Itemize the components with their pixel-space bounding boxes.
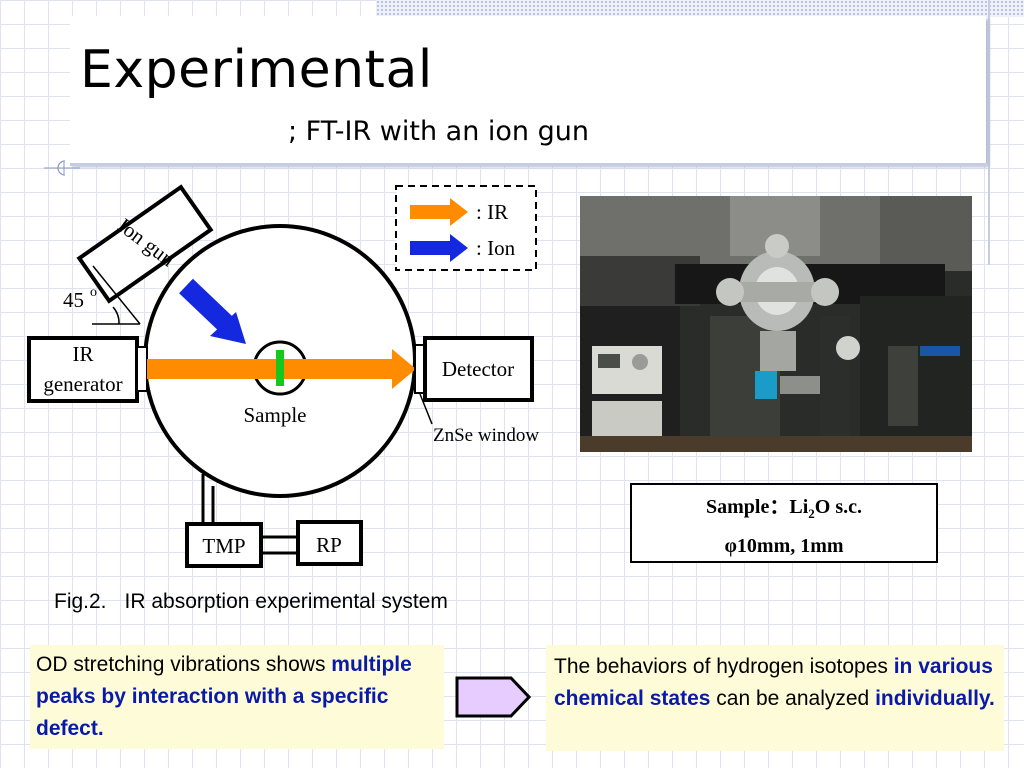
page-title: Experimental (80, 40, 433, 100)
finding-box: OD stretching vibrations shows multiple … (30, 645, 444, 749)
angle-label: 45 (63, 288, 84, 312)
sample-specimen (276, 350, 284, 386)
header-decor-band (376, 0, 1024, 17)
rp-label: RP (316, 533, 342, 557)
figure-caption: Fig.2. IR absorption experimental system (54, 590, 448, 614)
conclusion-box: The behaviors of hydrogen isotopes in va… (546, 645, 1004, 751)
ion-beam (179, 278, 235, 334)
setup-diagram: Ion gun 45 o IR generator Sample Detecto… (27, 184, 539, 568)
rp-box (296, 520, 363, 566)
tmp-label: TMP (202, 534, 245, 558)
sample-subscript: 2 (808, 506, 815, 521)
title-panel (70, 16, 986, 164)
decor-rule (988, 0, 990, 265)
angle-unit: o (90, 285, 97, 300)
sample-info-box: Sample：Li2O s.c. φ10mm, 1mm (630, 483, 938, 563)
angle-indicator: 45 o (63, 265, 141, 325)
sample-prefix: Sample：Li (706, 496, 809, 518)
detector-box (423, 336, 534, 402)
figure-caption-text: IR absorption experimental system (124, 590, 448, 613)
diagram-legend: : IR : Ion (395, 185, 537, 271)
ir-generator-label-2: generator (43, 372, 122, 396)
decor-bullet-icon (44, 160, 80, 176)
page-subtitle: ; FT-IR with an ion gun (288, 116, 589, 147)
legend-ir-label: : IR (476, 200, 508, 224)
ir-generator-label-1: IR (73, 342, 94, 366)
znse-window-label: ZnSe window (433, 425, 539, 446)
legend-ion-label: : Ion (476, 236, 516, 260)
conclusion-emphasis-1: in various chemical states (554, 655, 993, 710)
ion-beam-head (210, 312, 246, 344)
sample-composition: Sample：Li2O s.c. (632, 491, 936, 530)
conclusion-emphasis-2: individually. (875, 687, 995, 710)
tmp-box (185, 522, 263, 568)
ir-beam-head (392, 349, 416, 389)
sample-label: Sample (244, 403, 307, 427)
apparatus-photo (580, 196, 972, 452)
title-underline (70, 163, 988, 166)
sample-suffix: O s.c. (814, 496, 862, 518)
sample-dimensions: φ10mm, 1mm (724, 535, 844, 557)
finding-plain-text: OD stretching vibrations shows (36, 653, 332, 676)
right-arrow-icon (455, 676, 531, 718)
detector-label: Detector (442, 357, 514, 381)
conclusion-plain-2: can be analyzed (710, 687, 876, 710)
ion-gun: Ion gun (76, 184, 214, 304)
finding-emphasis-text: multiple peaks by interaction with a spe… (36, 653, 412, 740)
conclusion-plain-1: The behaviors of hydrogen isotopes (554, 655, 894, 678)
figure-number: Fig.2. (54, 590, 107, 613)
